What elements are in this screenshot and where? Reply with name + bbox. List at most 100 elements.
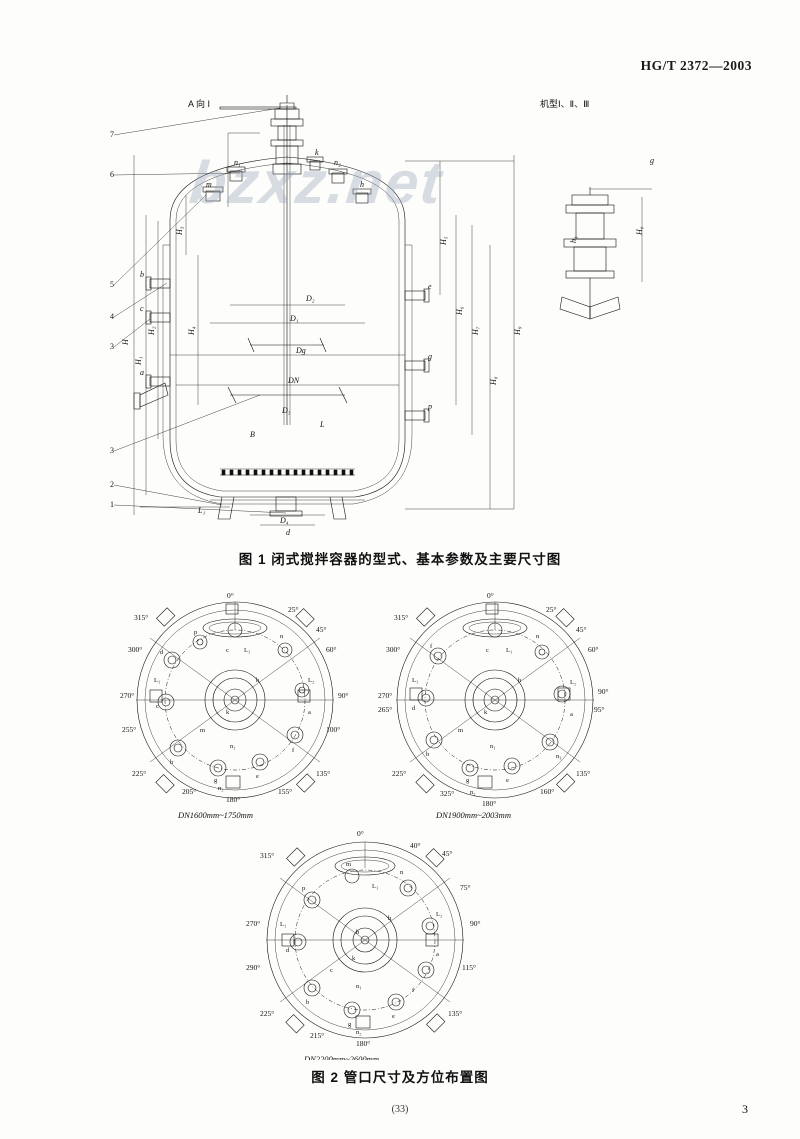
- fig2c-angle-115: 115°: [462, 963, 476, 972]
- fig2b-angle-25: 25°: [546, 605, 557, 614]
- fig2a-nozzle-h: h: [256, 677, 260, 684]
- fig1-callout-2: 2: [110, 480, 114, 489]
- fig1-dim-H8: H₈: [489, 376, 498, 386]
- fig1-nozzle-e: e: [428, 282, 432, 291]
- fig2c-nozzle-L2: L₂: [436, 911, 442, 918]
- fig2c-angle-90: 90°: [470, 919, 481, 928]
- fig2a-nozzle-k: k: [226, 709, 230, 716]
- fig2-view-c: 0° 40° 45° 75° 90° 115° 135° 180° 215° 2…: [246, 829, 481, 1060]
- fig1-dim-H2: H₂: [147, 326, 156, 336]
- fig2c-nozzle-L1: L₁: [372, 883, 378, 890]
- fig1-nozzle-g: g: [428, 352, 432, 361]
- fig2a-nozzle-c: c: [156, 703, 159, 710]
- fig1-callout-6: 6: [110, 170, 114, 179]
- fig2c-nozzle-b2: b: [356, 929, 359, 936]
- fig2a-nozzle-n2: n₂: [218, 785, 224, 792]
- fig2b-angle-300: 300°: [386, 645, 400, 654]
- fig2a-angle-225: 225°: [132, 769, 146, 778]
- fig2a-angle-60: 60°: [326, 645, 337, 654]
- fig2c-nozzle-n: n: [400, 869, 404, 876]
- fig2b-nozzle-c: c: [486, 647, 489, 654]
- figure-1-caption: 图 1 闭式搅拌容器的型式、基本参数及主要尺寸图: [238, 552, 562, 567]
- fig1-callout-3: 3: [110, 446, 114, 455]
- fig2c-angle-45: 45°: [442, 849, 453, 858]
- fig2c-angle-215: 215°: [310, 1031, 324, 1040]
- fig1-nozzle-p: p: [427, 402, 432, 411]
- page-number: 3: [742, 1102, 748, 1116]
- fig2c-angle-0: 0°: [357, 829, 364, 838]
- fig2c-nozzle-k: k: [352, 955, 356, 962]
- fig1-label-B: B: [250, 430, 255, 439]
- fig2a-angle-25: 25°: [288, 605, 299, 614]
- fig1-label-L1: L₁: [197, 506, 205, 515]
- fig2b-nozzle-b: b: [426, 751, 429, 758]
- fig2b-angle-0: 0°: [487, 591, 494, 600]
- fig1-dim-H7: H₇: [471, 326, 480, 336]
- fig2a-nozzle-L1b: L₁: [154, 677, 160, 684]
- fig2a-nozzle-f: f: [292, 747, 295, 754]
- fig2a-angle-205: 205°: [182, 787, 196, 796]
- fig2b-nozzle-d: d: [412, 705, 416, 712]
- fig1-nozzle-a: a: [140, 368, 144, 377]
- fig2b-nozzle-L2: L₂: [570, 679, 576, 686]
- fig2b-angle-160: 160°: [540, 787, 554, 796]
- fig2c-nozzle-b: b: [306, 999, 309, 1006]
- fig2c-nozzle-m: m: [346, 861, 351, 868]
- fig2a-nozzle-n1: n₁: [230, 743, 236, 750]
- fig1-nozzle-c: c: [140, 304, 144, 313]
- fig1-callout-1: 1: [110, 500, 114, 509]
- fig2c-angle-135: 135°: [448, 1009, 462, 1018]
- fig2c-angle-315: 315°: [260, 851, 274, 860]
- figure-2-drawing: 0° 25° 45° 60° 90° 100° 135° 155° 180° 2…: [120, 580, 690, 1060]
- fig2a-angle-90: 90°: [338, 691, 349, 700]
- fig2c-angle-270: 270°: [246, 919, 260, 928]
- fig2b-angle-265: 265°: [378, 705, 392, 714]
- fig1-dim-d: d: [286, 528, 291, 537]
- fig2a-nozzle-e: e: [256, 773, 259, 780]
- fig2b-angle-315: 315°: [394, 613, 408, 622]
- fig1-dim-H4: H₄: [187, 326, 196, 336]
- fig1-callout-7: 7: [110, 130, 114, 139]
- fig2c-angle-290: 290°: [246, 963, 260, 972]
- fig2b-angle-180: 180°: [482, 799, 496, 808]
- fig2b-nozzle-m: m: [458, 727, 463, 734]
- fig2c-nozzle-n1: n₁: [356, 983, 362, 990]
- fig2a-angle-270: 270°: [120, 691, 134, 700]
- fig2c-dn-label: DN2200mm~2600mm: [303, 1054, 379, 1060]
- fig2b-nozzle-f: f: [430, 643, 433, 650]
- fig2c-nozzle-e: e: [392, 1013, 395, 1020]
- fig1-callout-3b: 3: [110, 342, 114, 351]
- fig2a-nozzle-b: b: [170, 759, 173, 766]
- fig1-dim-H: H: [121, 338, 130, 346]
- fig2a-angle-135: 135°: [316, 769, 330, 778]
- fig1-dim-H3: H₃: [175, 226, 184, 236]
- fig2b-nozzle-n1: n₁: [490, 743, 496, 750]
- fig1-nozzle-n2: n₂: [334, 158, 341, 167]
- fig1-callout-4: 4: [110, 312, 114, 321]
- fig2c-nozzle-n2: n₂: [356, 1029, 362, 1036]
- fig2a-angle-45: 45°: [316, 625, 327, 634]
- fig2b-angle-325: 325°: [440, 789, 454, 798]
- fig1-label-L: L: [319, 420, 325, 429]
- fig2a-nozzle-p: p: [194, 629, 197, 636]
- fig2c-angle-75: 75°: [460, 883, 471, 892]
- fig1-nozzle-k: k: [315, 148, 319, 157]
- fig2a-angle-300: 300°: [128, 645, 142, 654]
- fig1-dim-H1: H₁: [134, 356, 143, 366]
- fig1-nozzle-m: m: [206, 180, 212, 189]
- figure-1-drawing: A 向 I 机型Ⅰ、Ⅱ、Ⅲ 7 6 5 4 3 3 2 1 H H₁ H₂ H₃…: [110, 95, 690, 545]
- fig2c-nozzle-c: c: [330, 967, 333, 974]
- fig2b-angle-90: 90°: [598, 687, 609, 696]
- fig1-dim-d1: D₄: [279, 516, 289, 525]
- fig1-dim-D2: D₂: [305, 294, 315, 303]
- fig2a-nozzle-a: a: [308, 709, 311, 716]
- fig2b-angle-270: 270°: [378, 691, 392, 700]
- fig1-machine-h: h₁: [569, 236, 578, 243]
- fig2c-nozzle-a: a: [436, 951, 439, 958]
- fig1-dim-D1: D₁: [289, 314, 299, 323]
- fig2a-angle-0: 0°: [227, 591, 234, 600]
- fig2b-nozzle-n2: n₂: [470, 789, 476, 796]
- fig2a-nozzle-n: n: [280, 633, 284, 640]
- fig1-dim-H5: H₅: [439, 236, 448, 246]
